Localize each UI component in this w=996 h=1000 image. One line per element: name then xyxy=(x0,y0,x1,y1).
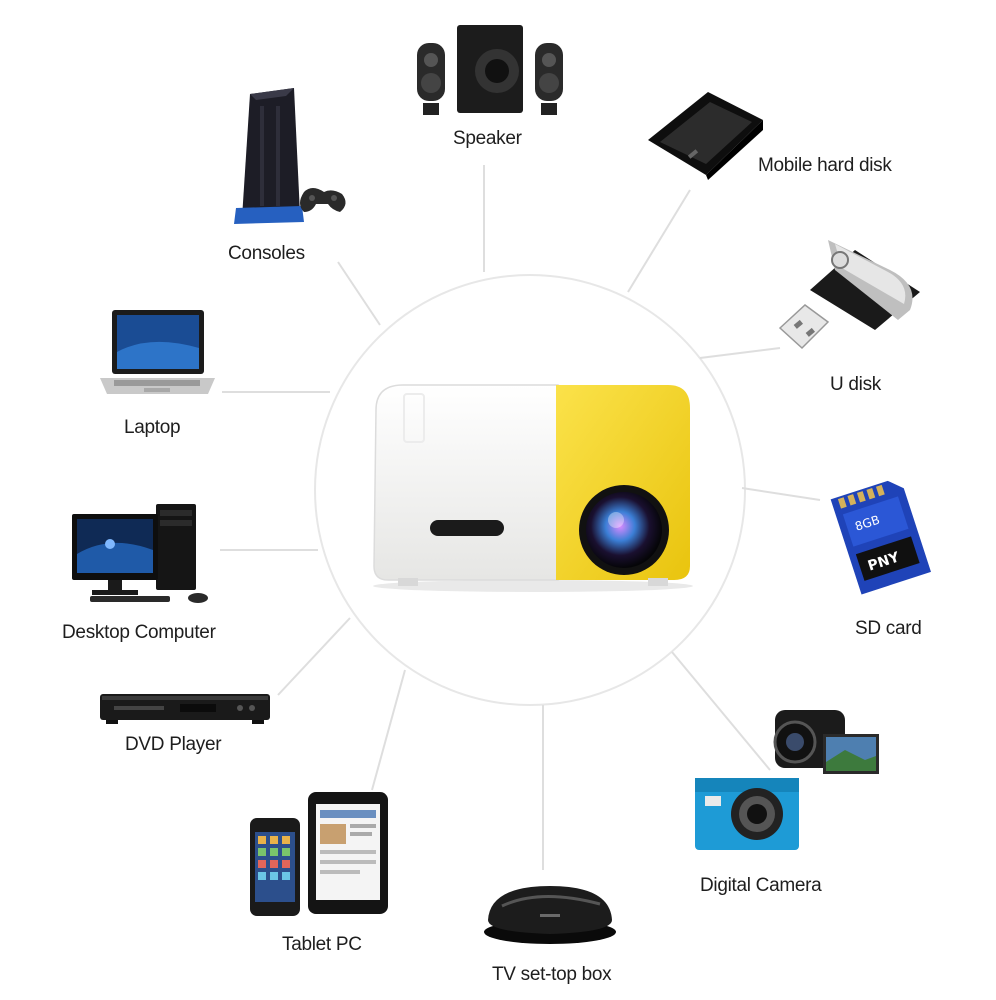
speaker-icon xyxy=(415,25,565,120)
connector-u-disk xyxy=(699,347,781,359)
connector-digital-camera xyxy=(671,651,771,771)
usb-drive-icon xyxy=(778,230,925,355)
label-speaker: Speaker xyxy=(453,128,522,149)
connector-tablet-pc xyxy=(371,669,406,791)
label-mobile-hard-disk: Mobile hard disk xyxy=(758,155,892,176)
label-digital-camera: Digital Camera xyxy=(700,875,822,896)
connector-sd-card xyxy=(741,487,821,501)
set-top-box-icon xyxy=(480,880,620,950)
connector-mobile-hard-disk xyxy=(627,189,691,293)
sd-card-icon: 8GB PNY xyxy=(830,478,931,596)
console-icon xyxy=(232,88,350,226)
label-tablet-pc: Tablet PC xyxy=(282,934,362,955)
connector-dvd-player xyxy=(277,617,351,696)
camera-icon xyxy=(695,700,885,855)
hard-disk-icon xyxy=(648,90,768,180)
connector-consoles xyxy=(337,261,381,326)
label-dvd-player: DVD Player xyxy=(125,734,222,755)
desktop-icon xyxy=(70,500,220,604)
tablet-icon xyxy=(250,790,390,920)
label-consoles: Consoles xyxy=(228,243,305,264)
label-laptop: Laptop xyxy=(124,417,181,438)
laptop-icon xyxy=(100,308,215,400)
dvd-player-icon xyxy=(100,690,272,726)
mini-projector-image xyxy=(368,380,698,595)
label-u-disk: U disk xyxy=(830,374,881,395)
label-tv-set-top-box: TV set-top box xyxy=(492,964,612,985)
label-sd-card: SD card xyxy=(855,618,922,639)
label-desktop-computer: Desktop Computer xyxy=(62,622,216,643)
